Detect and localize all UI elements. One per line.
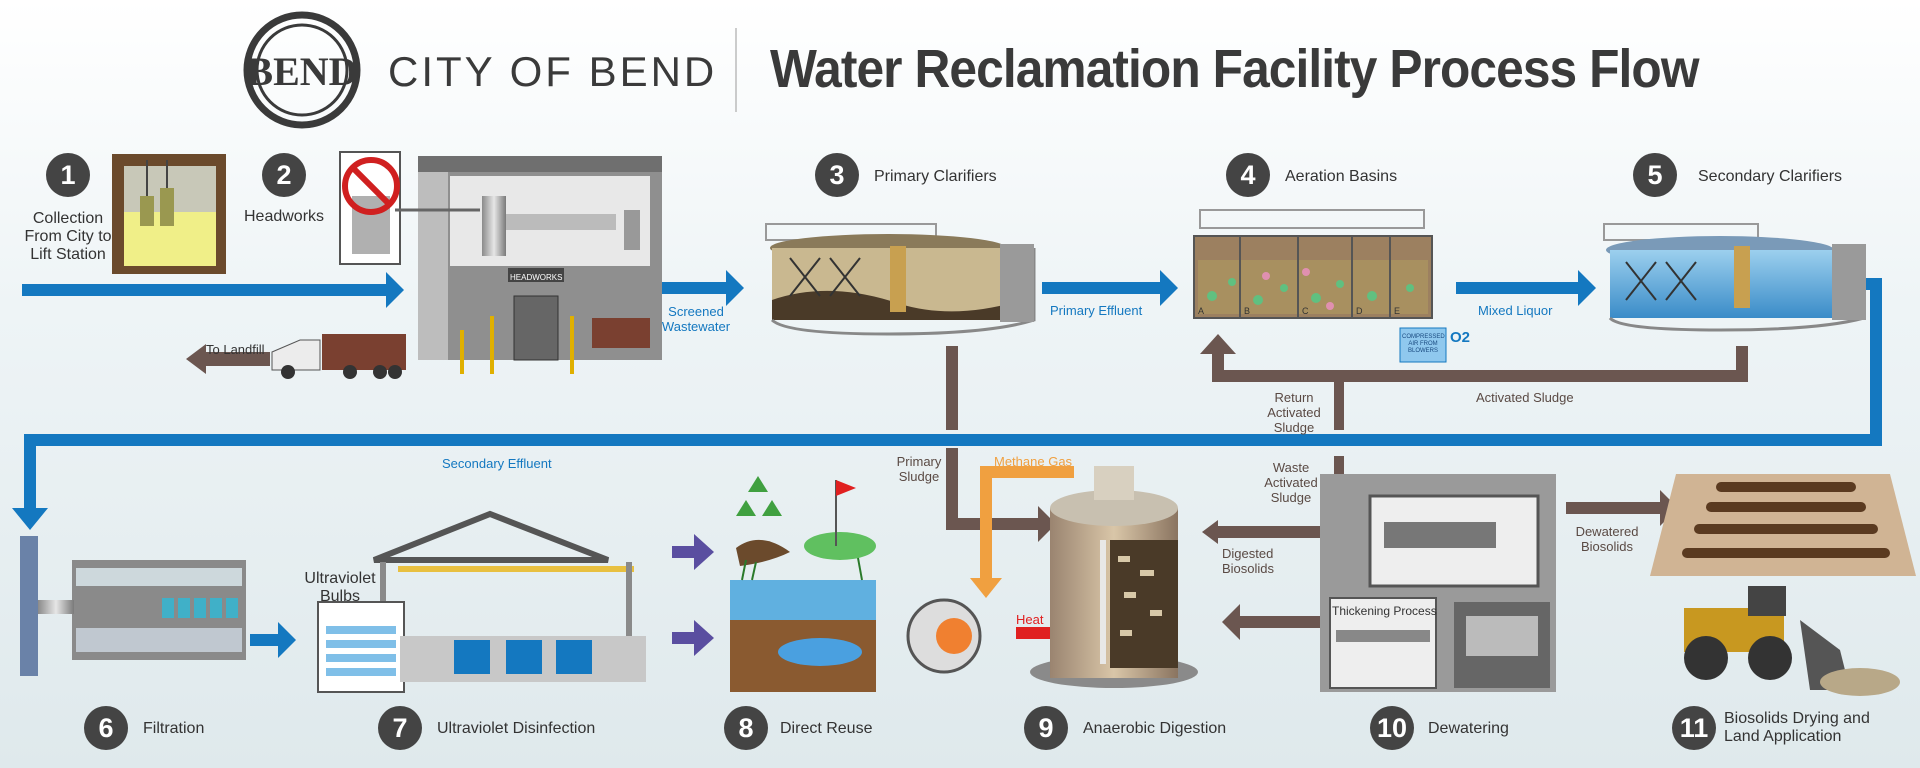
step-label-7: Ultraviolet Disinfection (437, 720, 596, 737)
landfill-arrow (186, 344, 270, 374)
flow-label-methane-gas: Methane Gas (994, 454, 1073, 469)
activated-sludge-line (1218, 370, 1748, 382)
flow-arrowhead-5 (12, 508, 48, 530)
basin-letter-a: A (1198, 306, 1205, 316)
step-label-1: Collection From City to Lift Station (24, 210, 112, 263)
label-o2: O2 (1450, 329, 1471, 346)
aeration-basin-illustration (1193, 209, 1447, 363)
dewatered-biosolids-line (1566, 502, 1662, 514)
label-thickening-process: Thickening Process (1332, 604, 1437, 618)
flow-arrowhead-2 (726, 270, 744, 306)
step-label-9: Anaerobic Digestion (1083, 720, 1227, 737)
step-label-2: Headworks (244, 208, 325, 225)
step-badge-8: 8 (724, 706, 768, 750)
step-label-4: Aeration Basins (1285, 168, 1398, 185)
basin-letter-e: E (1394, 306, 1401, 316)
anaerobic-digester-illustration (906, 466, 1198, 688)
filtrate-return-arrowhead (1222, 604, 1240, 640)
eagle-icon (736, 539, 790, 566)
step-label-8: Direct Reuse (780, 720, 873, 737)
step-badge-11: 11 (1672, 706, 1716, 750)
flow-segment-primary-effluent (1042, 282, 1162, 294)
lift-station-illustration (112, 154, 226, 274)
step-label-3: Primary Clarifiers (874, 168, 997, 185)
flow-label-mixed-liquor: Mixed Liquor (1478, 303, 1553, 318)
org-name: CITY OF BEND (388, 48, 718, 95)
flow-label-primary-effluent: Primary Effluent (1050, 303, 1143, 318)
primary-sludge-arrowhead (1038, 506, 1056, 542)
basin-letter-c: C (1302, 306, 1309, 316)
reuse-arrows (672, 534, 714, 656)
step-badge-7: 7 (378, 706, 422, 750)
flow-label-to-landfill: To Landfill (206, 342, 265, 357)
step-label-10: Dewatering (1428, 720, 1509, 737)
flow-segment-mixed-liquor (1456, 282, 1580, 294)
golf-flag-icon (836, 480, 856, 496)
step-badge-3: 3 (815, 153, 859, 197)
basin-letter-b: B (1244, 306, 1251, 316)
basin-letter-d: D (1356, 306, 1363, 316)
step-badge-6: 6 (84, 706, 128, 750)
filtration-illustration (20, 536, 246, 676)
direct-reuse-illustration (730, 476, 876, 692)
no-debris-icon (342, 157, 400, 215)
main-flow-line (12, 262, 1882, 658)
flow-label-secondary-effluent: Secondary Effluent (442, 456, 552, 471)
dewatering-illustration (1320, 474, 1556, 692)
page-title: Water Reclamation Facility Process Flow (770, 39, 1700, 99)
step-badge-2: 2 (262, 153, 306, 197)
step-badge-5: 5 (1633, 153, 1677, 197)
label-ultraviolet-bulbs: Ultraviolet Bulbs (304, 570, 376, 605)
uv-disinfection-illustration (317, 510, 646, 693)
primary-clarifier-illustration (765, 223, 1036, 336)
secondary-clarifier-illustration (1603, 223, 1866, 332)
flow-label-heat: Heat (1016, 612, 1044, 627)
recycle-icon (736, 476, 782, 516)
flow-arrowhead-4 (1578, 270, 1596, 306)
step-label-11: Biosolids Drying and Land Application (1724, 710, 1870, 745)
headworks-building-illustration (339, 151, 662, 374)
flow-label-digested-biosolids: Digested Biosolids (1222, 546, 1275, 576)
flow-segment-secondary-effluent (24, 434, 1882, 446)
step-badge-10: 10 (1370, 706, 1414, 750)
return-sludge-arrowhead (1200, 334, 1236, 354)
flow-arrowhead-3 (1160, 270, 1178, 306)
step-badge-9: 9 (1024, 706, 1068, 750)
step-label-6: Filtration (143, 720, 205, 737)
label-compressed-air: COMPRESSED AIR FROM BLOWERS (1402, 334, 1445, 354)
methane-gas-line (970, 466, 1074, 598)
biosolids-drying-illustration (1650, 474, 1916, 696)
label-headworks-sign: HEADWORKS (510, 273, 563, 282)
step-label-5: Secondary Clarifiers (1698, 168, 1843, 185)
step-badge-1: 1 (46, 153, 90, 197)
flow-label-dewatered-biosolids: Dewatered Biosolids (1575, 524, 1639, 554)
step-badge-4: 4 (1226, 153, 1270, 197)
flow-label-activated-sludge: Activated Sludge (1476, 390, 1574, 405)
primary-sludge-line (946, 518, 1040, 530)
flow-arrowhead-6 (278, 622, 296, 658)
flow-arrowhead-1 (386, 272, 404, 308)
flow-label-primary-sludge: Primary Sludge (896, 454, 942, 484)
city-logo-icon: BEND (243, 11, 361, 129)
logo-text: BEND (246, 49, 357, 94)
flow-label-return-activated-sludge: Return Activated Sludge (1267, 390, 1321, 435)
digested-biosolids-line (1218, 526, 1344, 538)
flow-segment-collection (22, 284, 388, 296)
flow-label-screened-wastewater: Screened Wastewater (661, 304, 731, 334)
flow-label-waste-activated-sludge: Waste Activated Sludge (1264, 460, 1318, 505)
methane-arrowhead (970, 578, 1002, 598)
landfill-truck-icon (271, 334, 406, 379)
